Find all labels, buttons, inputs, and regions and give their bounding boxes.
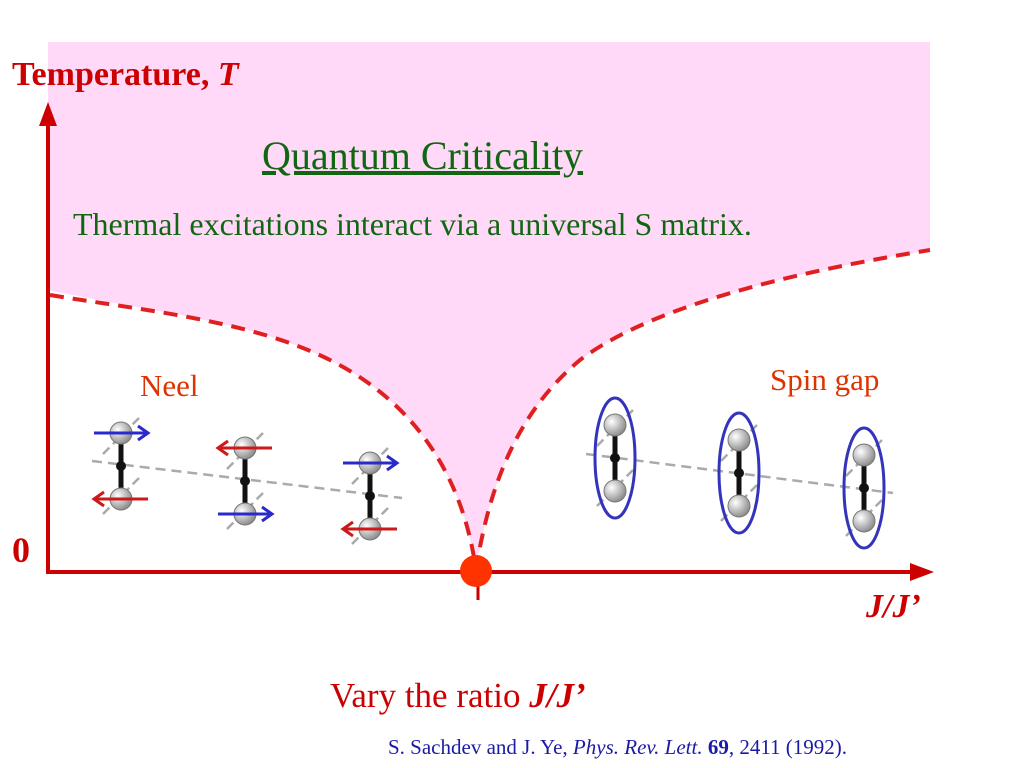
vary-ratio-caption: Vary the ratio J/J’: [330, 678, 586, 713]
lattice-guide: [102, 477, 140, 515]
lattice-guide: [226, 432, 264, 470]
chain-line: [585, 452, 894, 495]
neel-phase-label: Neel: [140, 368, 199, 403]
diagram-title: Quantum Criticality: [262, 133, 584, 178]
dimer-center: [610, 453, 620, 463]
spin-arrow-head: [340, 520, 354, 538]
citation-journal: Phys. Rev. Lett.: [572, 735, 703, 759]
y-axis-label: Temperature, T: [12, 58, 239, 92]
spin-arrow-head: [386, 454, 400, 472]
right-crossover-boundary: [474, 248, 931, 571]
vary-ratio-variable: J/J’: [529, 676, 586, 715]
lattice-guide: [351, 447, 389, 485]
lattice-guide: [845, 439, 883, 477]
spin-arrow-head: [137, 424, 151, 442]
x-axis-arrowhead: [910, 563, 934, 581]
y-axis-label-text: Temperature,: [12, 56, 218, 93]
vary-ratio-text: Vary the ratio: [330, 676, 530, 715]
dimer-center: [240, 476, 250, 486]
dimer-center: [859, 483, 869, 493]
diagram-subtitle: Thermal excitations interact via a unive…: [73, 206, 752, 242]
spin-arrow-head: [91, 490, 105, 508]
lattice-guide: [720, 484, 758, 522]
spin-sphere: [727, 428, 751, 452]
dimer-center: [365, 491, 375, 501]
spin-arrow-head: [215, 439, 229, 457]
spin-sphere: [603, 479, 627, 503]
dimer: [845, 439, 883, 537]
left-crossover-boundary: [49, 293, 478, 571]
lattice-guide: [351, 507, 389, 545]
spin-sphere: [852, 509, 876, 533]
lattice-guide: [596, 469, 634, 507]
spin-arrow-head: [261, 505, 275, 523]
dimer: [596, 409, 634, 507]
dimer-center: [116, 461, 126, 471]
lattice-guide: [102, 417, 140, 455]
citation-volume: 69: [707, 735, 729, 759]
citation: S. Sachdev and J. Ye, Phys. Rev. Lett. 6…: [388, 737, 847, 758]
neel-dimers: [91, 417, 403, 545]
dimer-center: [734, 468, 744, 478]
x-axis-label: J/J’: [866, 588, 921, 625]
citation-pages-year: , 2411 (1992).: [728, 735, 848, 759]
singlet-ellipse: [842, 426, 886, 550]
citation-authors: S. Sachdev and J. Ye,: [388, 735, 573, 759]
y-axis-label-variable: T: [217, 56, 239, 93]
lattice-guide: [720, 424, 758, 462]
spin-gap-dimers: [585, 396, 894, 550]
dimer: [720, 424, 758, 522]
chain-line: [91, 459, 403, 500]
spin-sphere: [852, 443, 876, 467]
spin-sphere: [603, 413, 627, 437]
origin-label: 0: [12, 530, 30, 570]
spin-gap-phase-label: Spin gap: [770, 362, 880, 397]
lattice-guide: [596, 409, 634, 447]
y-axis-arrowhead: [39, 102, 57, 126]
singlet-ellipse: [717, 411, 761, 535]
quantum-critical-region: [48, 42, 930, 570]
quantum-critical-point: [460, 555, 492, 587]
spin-sphere: [727, 494, 751, 518]
lattice-guide: [845, 499, 883, 537]
lattice-guide: [226, 492, 264, 530]
singlet-ellipse: [593, 396, 637, 520]
